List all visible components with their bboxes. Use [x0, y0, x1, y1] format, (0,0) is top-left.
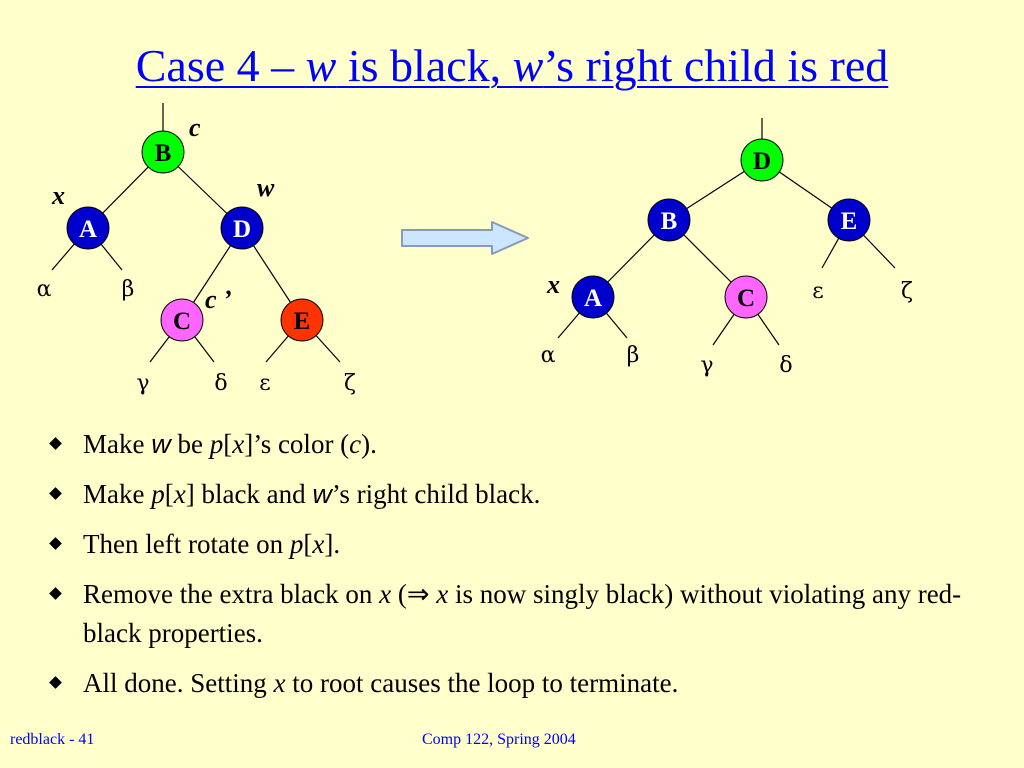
- transform-arrow: [401, 221, 529, 255]
- bullet-item-5: All done. Setting x to root causes the l…: [45, 664, 975, 702]
- before-leaf-gamma: γ: [136, 371, 149, 396]
- before-node-b: [141, 130, 185, 174]
- before-node-c: [160, 298, 204, 342]
- footer-course: Comp 122, Spring 2004: [422, 731, 576, 748]
- after-leaf-delta: δ: [779, 353, 792, 378]
- before-node-labels: B A D C E: [79, 140, 310, 335]
- before-node-c-label: C: [173, 308, 191, 335]
- title-text-2: is black,: [336, 40, 513, 91]
- after-node-e: [827, 198, 871, 242]
- rotation-diagram: B A D C E c x w c ’ α β γ δ ε ζ: [37, 103, 913, 396]
- before-leaf-delta: δ: [214, 371, 227, 396]
- title-text-1: Case 4 –: [135, 40, 306, 91]
- before-node-e-label: E: [294, 308, 311, 335]
- bullet-item-1: Make w be p[x]’s color (c).: [45, 425, 975, 463]
- after-node-b-label: B: [661, 208, 678, 235]
- after-leaf-alpha: α: [541, 343, 556, 368]
- footer-slide-number: redblack - 41: [10, 731, 95, 748]
- after-leaf-epsilon: ε: [812, 279, 823, 304]
- before-leaf-epsilon: ε: [259, 371, 270, 396]
- after-node-c: [724, 275, 768, 319]
- before-node-d: [220, 206, 264, 250]
- before-leaf-beta: β: [122, 277, 135, 302]
- after-node-a-label: A: [584, 285, 602, 312]
- after-leaf-gamma: γ: [700, 353, 713, 378]
- implies-symbol: ⇒: [406, 579, 430, 610]
- bullet-item-3: Then left rotate on p[x].: [45, 525, 975, 563]
- after-nodes: [571, 138, 871, 319]
- title-text-3: ’s right child is red: [543, 40, 889, 91]
- before-leaf-alpha: α: [37, 277, 52, 302]
- before-label-c: c: [189, 113, 201, 142]
- after-leaf-beta: β: [627, 343, 640, 368]
- after-leaf-zeta: ζ: [901, 279, 913, 304]
- after-label-x: x: [546, 270, 560, 299]
- before-label-x: x: [51, 181, 65, 210]
- title-var-w-1: w: [305, 40, 337, 91]
- after-node-a: [571, 275, 615, 319]
- before-node-d-label: D: [233, 216, 251, 243]
- before-label-c-prime: c ’: [205, 285, 232, 314]
- before-label-w: w: [257, 173, 275, 202]
- before-var-labels: c x w c ’: [51, 113, 275, 314]
- before-nodes: [66, 130, 324, 342]
- before-leaf-zeta: ζ: [344, 371, 356, 396]
- after-node-c-label: C: [737, 285, 755, 312]
- after-leaves: α β γ δ ε ζ: [541, 279, 913, 378]
- before-leaves: α β γ δ ε ζ: [37, 277, 356, 396]
- after-node-d: [740, 138, 784, 182]
- after-node-d-label: D: [753, 148, 771, 175]
- after-node-e-label: E: [841, 208, 858, 235]
- after-node-labels: D B E A C: [584, 148, 857, 312]
- bullet-item-4: Remove the extra black on x (⇒ x is now …: [45, 575, 975, 652]
- title-var-w-2: w: [512, 40, 544, 91]
- before-node-a: [66, 206, 110, 250]
- bullet-list: Make w be p[x]’s color (c). Make p[x] bl…: [45, 425, 975, 714]
- before-node-b-label: B: [155, 140, 172, 167]
- slide-title: Case 4 – w is black, w’s right child is …: [0, 38, 1024, 93]
- before-node-e: [280, 298, 324, 342]
- after-node-b: [647, 198, 691, 242]
- bullet-item-2: Make p[x] black and w’s right child blac…: [45, 475, 975, 513]
- before-node-a-label: A: [79, 216, 97, 243]
